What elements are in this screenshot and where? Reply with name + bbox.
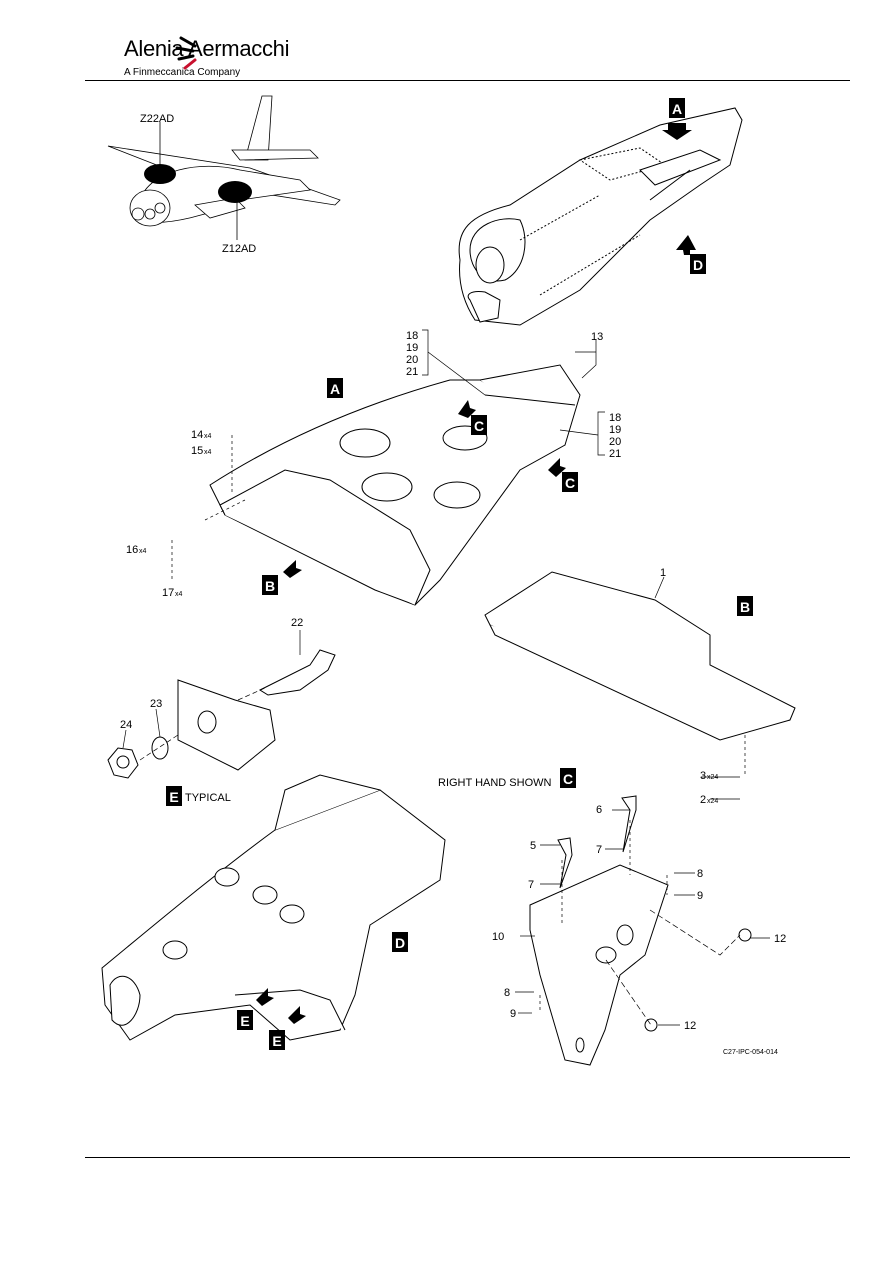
- panel-a-drawing: [209, 364, 581, 606]
- svg-text:A: A: [330, 381, 340, 397]
- callout-14-qty: x4: [204, 433, 212, 440]
- svg-text:B: B: [740, 599, 750, 615]
- svg-text:B: B: [265, 578, 275, 594]
- callout-12a: 12: [774, 933, 786, 945]
- callout-8b: 8: [504, 987, 510, 999]
- view-tag-a2: A: [327, 378, 343, 398]
- svg-text:E: E: [240, 1013, 249, 1029]
- callout-2: 2: [700, 794, 706, 806]
- view-tag-b1: B: [262, 575, 278, 595]
- structure-d-drawing: [101, 774, 446, 1041]
- aircraft-icon: [107, 95, 341, 227]
- callout-22: 22: [291, 617, 303, 629]
- callout-18b: 18: [609, 412, 621, 424]
- callout-8a: 8: [697, 868, 703, 880]
- view-tag-c2: C: [562, 472, 578, 492]
- callout-21b: 21: [609, 448, 621, 460]
- svg-text:C: C: [565, 475, 575, 491]
- svg-text:D: D: [693, 257, 703, 273]
- callout-16: 16: [126, 544, 138, 556]
- bracket-c-drawing: [529, 795, 752, 1066]
- callout-9b: 9: [510, 1008, 516, 1020]
- callout-1: 1: [660, 567, 666, 579]
- view-tag-c3: C: [560, 768, 576, 788]
- alenia-logo-icon: [175, 36, 197, 70]
- nacelle-drawing: [458, 107, 743, 326]
- callout-16-qty: x4: [139, 548, 147, 555]
- callout-12b: 12: [684, 1020, 696, 1032]
- callout-24: 24: [120, 719, 132, 731]
- callout-20a: 20: [406, 354, 418, 366]
- svg-text:E: E: [169, 789, 178, 805]
- callout-7a: 7: [596, 844, 602, 856]
- callout-13: 13: [591, 331, 603, 343]
- callout-6: 6: [596, 804, 602, 816]
- view-tag-c1: C: [471, 415, 487, 435]
- callout-9a: 9: [697, 890, 703, 902]
- figure-id: C27-IPC-054-014: [723, 1049, 778, 1056]
- callout-17-qty: x4: [175, 591, 183, 598]
- view-tag-e2: E: [237, 1010, 253, 1030]
- callout-20b: 20: [609, 436, 621, 448]
- fitting-e-drawing: [107, 649, 336, 779]
- callout-2-qty: x24: [707, 798, 718, 805]
- zone-upper-label: Z22AD: [140, 113, 174, 125]
- callout-3-qty: x24: [707, 774, 718, 781]
- brand-subtitle: A Finmeccanica Company: [124, 67, 241, 78]
- engine-lower: [218, 181, 252, 203]
- callout-5: 5: [530, 840, 536, 852]
- view-tag-b2: B: [737, 596, 753, 616]
- right-hand-shown-label: RIGHT HAND SHOWN: [438, 777, 552, 789]
- callout-3: 3: [700, 770, 706, 782]
- view-tag-d1: D: [690, 254, 706, 274]
- typical-label: TYPICAL: [185, 792, 231, 804]
- svg-text:D: D: [395, 935, 405, 951]
- svg-text:A: A: [672, 101, 682, 117]
- view-tag-a1: A: [669, 98, 685, 118]
- callout-7b: 7: [528, 879, 534, 891]
- callout-15-qty: x4: [204, 449, 212, 456]
- callout-19a: 19: [406, 342, 418, 354]
- brand-name: Alenia Aermacchi: [124, 36, 290, 61]
- callout-14: 14: [191, 429, 203, 441]
- svg-text:C: C: [474, 418, 484, 434]
- svg-text:C: C: [563, 771, 573, 787]
- callout-19b: 19: [609, 424, 621, 436]
- callout-10: 10: [492, 931, 504, 943]
- callout-15: 15: [191, 445, 203, 457]
- header-rule: [85, 80, 850, 81]
- callout-17: 17: [162, 587, 174, 599]
- footer-rule: [85, 1157, 850, 1158]
- callout-18a: 18: [406, 330, 418, 342]
- view-tag-e1: E: [166, 786, 182, 806]
- engine-upper: [144, 164, 176, 184]
- callout-23: 23: [150, 698, 162, 710]
- view-tag-e3: E: [269, 1030, 285, 1050]
- view-tag-d2: D: [392, 932, 408, 952]
- callout-21a: 21: [406, 366, 418, 378]
- view-arrow-icon: [256, 123, 696, 1024]
- panel-b-drawing: [484, 571, 796, 741]
- callouts: 18 19 20 21 18 19 20 21 13 14 x4 15 x4 1…: [120, 330, 786, 1032]
- svg-text:E: E: [272, 1033, 281, 1049]
- zone-lower-label: Z12AD: [222, 243, 256, 255]
- leader-lines: [122, 329, 770, 1026]
